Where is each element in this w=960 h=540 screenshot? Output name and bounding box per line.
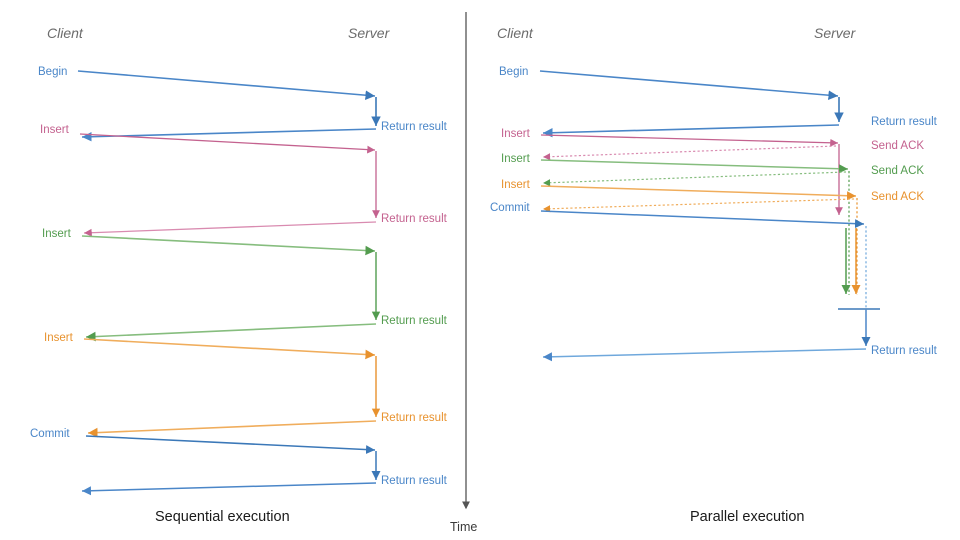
message-begin-left bbox=[77, 70, 381, 142]
message-insert-orange-left bbox=[83, 338, 381, 438]
server-label-return-1-right: Return result bbox=[871, 116, 938, 128]
server-label-ack-3: Send ACK bbox=[871, 191, 924, 203]
server-label-return-2-left: Return result bbox=[381, 213, 448, 225]
server-parallel-join bbox=[542, 228, 880, 362]
server-lifeline-header-right: Server bbox=[814, 25, 857, 41]
message-insert-green-left bbox=[81, 235, 381, 342]
panel-sequential: Client Server bbox=[30, 25, 448, 525]
message-commit-right bbox=[540, 210, 867, 310]
client-label-begin-right: Begin bbox=[499, 66, 528, 78]
client-label-insert-green-left: Insert bbox=[42, 228, 72, 240]
server-label-return-4-left: Return result bbox=[381, 412, 448, 424]
client-label-insert-orange-right: Insert bbox=[501, 179, 531, 191]
client-lifeline-header-right: Client bbox=[497, 25, 534, 41]
message-insert-pink-left bbox=[79, 133, 380, 237]
panel-parallel: Client Server bbox=[490, 25, 938, 525]
client-label-begin-left: Begin bbox=[38, 66, 67, 78]
server-label-return-2-right: Return result bbox=[871, 345, 938, 357]
time-axis-label: Time bbox=[450, 520, 477, 534]
message-insert-pink-right bbox=[540, 134, 843, 215]
client-label-insert-green-right: Insert bbox=[501, 153, 531, 165]
caption-parallel: Parallel execution bbox=[690, 509, 804, 525]
server-label-ack-1: Send ACK bbox=[871, 140, 924, 152]
client-label-insert-orange-left: Insert bbox=[44, 332, 74, 344]
server-label-return-5-left: Return result bbox=[381, 475, 448, 487]
client-label-insert-pink-left: Insert bbox=[40, 124, 70, 136]
message-insert-green-right bbox=[540, 159, 850, 295]
message-begin-right bbox=[539, 70, 844, 138]
client-label-commit-left: Commit bbox=[30, 428, 70, 440]
server-lifeline-header-left: Server bbox=[348, 25, 391, 41]
server-label-ack-2: Send ACK bbox=[871, 165, 924, 177]
client-label-commit-right: Commit bbox=[490, 202, 530, 214]
server-label-return-3-left: Return result bbox=[381, 315, 448, 327]
caption-sequential: Sequential execution bbox=[155, 509, 290, 525]
time-axis: Time bbox=[450, 12, 477, 534]
client-lifeline-header-left: Client bbox=[47, 25, 84, 41]
message-insert-orange-right bbox=[540, 185, 858, 295]
server-label-return-1-left: Return result bbox=[381, 121, 448, 133]
client-label-insert-pink-right: Insert bbox=[501, 128, 531, 140]
message-commit-left bbox=[81, 435, 381, 496]
